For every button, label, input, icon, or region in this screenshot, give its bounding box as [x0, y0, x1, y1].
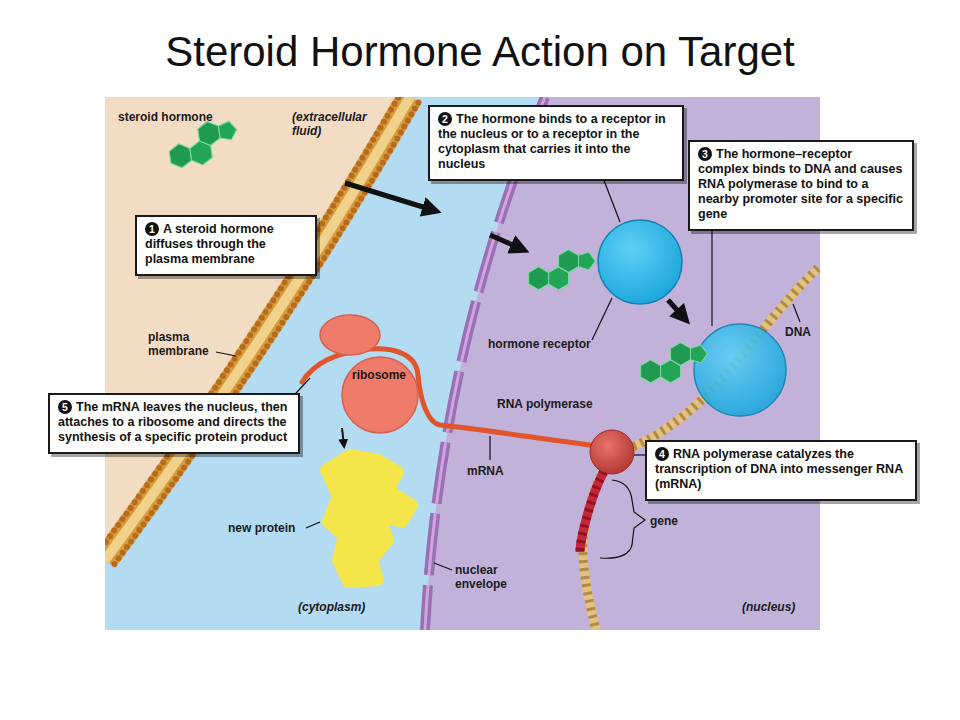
callout-text: The hormone–receptor complex binds to DN…	[698, 147, 903, 221]
part-label: plasma membrane	[148, 330, 228, 358]
callout-box: 1A steroid hormone diffuses through the …	[135, 215, 317, 276]
part-label: steroid hormone	[118, 110, 213, 124]
synthesis-arrow	[342, 428, 344, 446]
part-label: hormone receptor	[488, 337, 591, 351]
callout-number: 1	[145, 222, 159, 236]
hormone-receptor	[598, 220, 682, 304]
callout-number: 2	[438, 112, 452, 126]
leader-line	[306, 522, 320, 528]
callout-content: 5The mRNA leaves the nucleus, then attac…	[58, 400, 290, 445]
part-label: mRNA	[467, 464, 504, 478]
hormone-receptor-complex	[694, 324, 786, 416]
callout-content: 4RNA polymerase catalyzes the transcript…	[655, 447, 907, 492]
part-label: gene	[650, 514, 678, 528]
region-label: (cytoplasm)	[298, 600, 365, 614]
new-protein	[326, 455, 412, 582]
part-label: nuclear envelope	[455, 563, 535, 591]
callout-box: 3The hormone–receptor complex binds to D…	[688, 140, 914, 231]
mrna-strand	[302, 349, 598, 446]
steroid-hormone	[166, 118, 241, 170]
callout-number: 4	[655, 447, 669, 461]
part-label: DNA	[785, 325, 811, 339]
callout-content: 3The hormone–receptor complex binds to D…	[698, 147, 904, 222]
part-label: new protein	[228, 521, 295, 535]
leader-line	[592, 298, 612, 340]
ribosome-large-subunit	[342, 357, 418, 433]
leader-line	[434, 563, 452, 570]
steroid-hormone	[529, 249, 596, 289]
rna-polymerase	[590, 430, 634, 474]
callout-text: The mRNA leaves the nucleus, then attach…	[58, 400, 287, 444]
region-label: (extracellular fluid)	[292, 110, 384, 138]
part-label: RNA polymerase	[497, 397, 593, 411]
callout-box: 2The hormone binds to a receptor in the …	[428, 105, 684, 181]
part-label: ribosome	[352, 368, 406, 382]
movement-arrow	[668, 300, 686, 320]
movement-arrow	[490, 235, 524, 250]
gene-bracket	[600, 480, 645, 558]
leader-line	[216, 352, 236, 356]
leader-line	[489, 436, 490, 460]
region-label: (nucleus)	[742, 600, 795, 614]
callout-pointer	[711, 220, 712, 326]
title: Steroid Hormone Action on Target	[0, 26, 960, 78]
steroid-hormone	[641, 342, 708, 382]
ribosome-small-subunit	[320, 315, 380, 355]
callout-text: The hormone binds to a receptor in the n…	[438, 112, 666, 171]
callout-box: 4RNA polymerase catalyzes the transcript…	[645, 440, 917, 501]
callout-content: 1A steroid hormone diffuses through the …	[145, 222, 307, 267]
callout-number: 3	[698, 147, 712, 161]
callout-text: A steroid hormone diffuses through the p…	[145, 222, 274, 266]
leader-line	[793, 304, 800, 322]
callout-text: RNA polymerase catalyzes the transcripti…	[655, 447, 903, 491]
callout-number: 5	[58, 400, 72, 414]
callout-box: 5The mRNA leaves the nucleus, then attac…	[48, 393, 300, 454]
movement-arrow	[345, 183, 436, 211]
callout-content: 2The hormone binds to a receptor in the …	[438, 112, 674, 172]
